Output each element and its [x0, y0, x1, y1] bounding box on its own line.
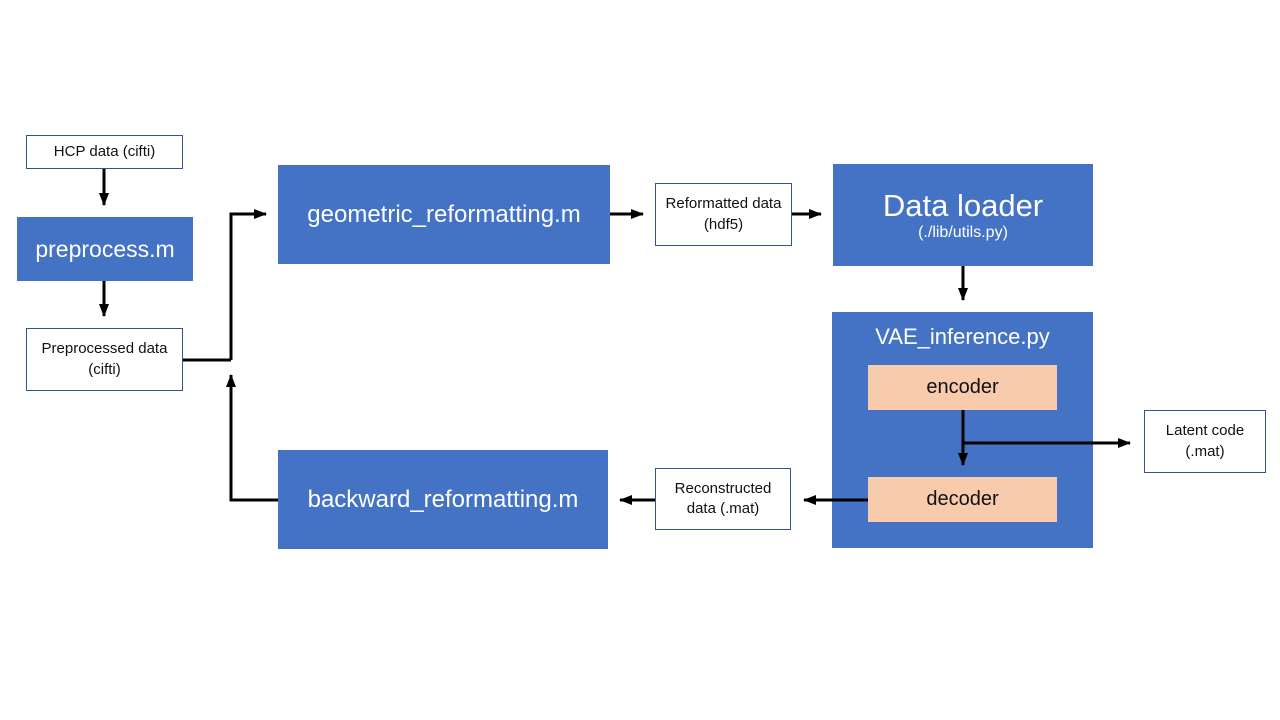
node-latent-code: Latent code (.mat): [1144, 410, 1266, 473]
node-hcp-data-label: HCP data (cifti): [53, 142, 156, 160]
node-preprocessed-data-label: Preprocessed data (cifti): [41, 340, 168, 378]
node-preprocess: preprocess.m: [17, 217, 193, 281]
node-decoder: decoder: [868, 477, 1057, 522]
node-reformatted-data-label: Reformatted data (hdf5): [665, 195, 782, 233]
arrow-junction-to-geometric: [229, 209, 267, 360]
node-backward-reformatting-label: backward_reformatting.m: [307, 485, 579, 513]
node-latent-code-label: Latent code (.mat): [1165, 422, 1245, 460]
node-hcp-data: HCP data (cifti): [26, 135, 183, 169]
node-data-loader-subtitle: (./lib/utils.py): [918, 223, 1008, 241]
node-data-loader: Data loader (./lib/utils.py): [833, 164, 1093, 266]
node-vae-inference: VAE_inference.py encoder decoder: [832, 312, 1093, 548]
node-backward-reformatting: backward_reformatting.m: [278, 450, 608, 549]
node-reformatted-data: Reformatted data (hdf5): [655, 183, 792, 246]
node-geometric-reformatting: geometric_reformatting.m: [278, 165, 610, 264]
arrow-backward-to-junction: [226, 374, 278, 502]
node-encoder: encoder: [868, 365, 1057, 410]
node-encoder-label: encoder: [926, 376, 999, 398]
node-geometric-reformatting-label: geometric_reformatting.m: [307, 200, 581, 228]
node-preprocess-label: preprocess.m: [35, 235, 175, 262]
node-reconstructed-data-label: Reconstructed data (.mat): [674, 479, 772, 517]
node-preprocessed-data: Preprocessed data (cifti): [26, 328, 183, 391]
node-decoder-label: decoder: [926, 488, 999, 510]
node-data-loader-title: Data loader: [882, 188, 1044, 224]
node-reconstructed-data: Reconstructed data (.mat): [655, 468, 791, 530]
node-vae-inference-title: VAE_inference.py: [875, 324, 1050, 349]
